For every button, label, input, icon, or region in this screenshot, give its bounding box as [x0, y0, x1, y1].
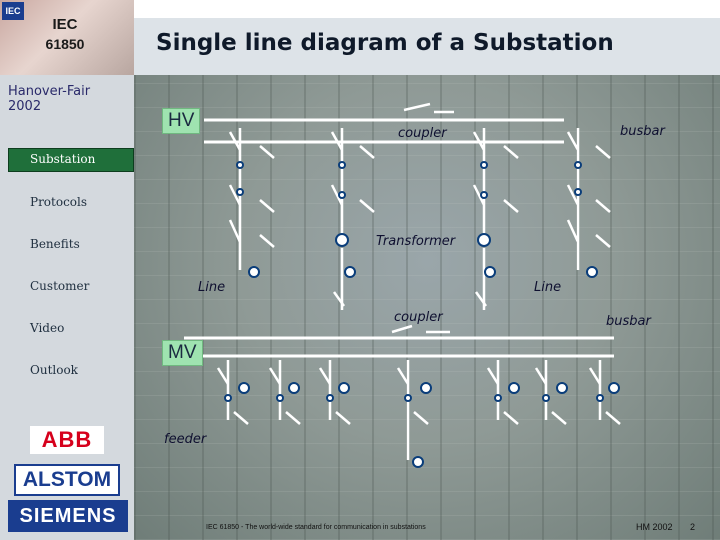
- hv-bays: [228, 102, 580, 310]
- nav-item-video[interactable]: Video: [30, 321, 65, 335]
- line-left-label: Line: [198, 280, 226, 295]
- nav-item-customer[interactable]: Customer: [30, 279, 90, 293]
- nav-item-outlook[interactable]: Outlook: [30, 363, 78, 377]
- mv-bays: [216, 324, 621, 460]
- footer-date: HM 2002: [636, 522, 673, 532]
- page-title: Single line diagram of a Substation: [156, 30, 614, 56]
- line-right-label: Line: [534, 280, 562, 295]
- event-label: Hanover-Fair 2002: [8, 84, 108, 114]
- nav-item-substation[interactable]: Substation: [30, 152, 96, 166]
- iec-title: IEC: [52, 16, 78, 33]
- iec-logo: IEC: [2, 2, 24, 20]
- hv-breakers: [236, 161, 598, 278]
- abb-logo: ABB: [30, 426, 104, 454]
- mv-breakers: [224, 382, 620, 468]
- single-line-diagram: [184, 102, 621, 468]
- mv-busbar-label: busbar: [606, 314, 651, 329]
- hv-earth-switches: [259, 145, 611, 248]
- feeder-label: feeder: [164, 432, 207, 447]
- title-band: [134, 18, 720, 75]
- standard-number: 61850: [45, 36, 85, 52]
- siemens-logo: SIEMENS: [8, 500, 128, 532]
- event-line-2: 2002: [8, 99, 42, 114]
- page-number: 2: [690, 522, 696, 532]
- hv-label: HV: [162, 108, 201, 134]
- nav-active-highlight: [8, 148, 134, 172]
- mv-coupler-label: coupler: [394, 310, 443, 325]
- nav-item-protocols[interactable]: Protocols: [30, 195, 88, 209]
- hv-busbar-label: busbar: [620, 124, 665, 139]
- sidebar: IEC IEC 61850 Hanover-Fair 2002 Substati…: [0, 0, 134, 540]
- substation-background-photo: [134, 75, 720, 540]
- hv-coupler-label: coupler: [398, 126, 447, 141]
- nav-item-benefits[interactable]: Benefits: [30, 237, 80, 251]
- mv-label: MV: [162, 340, 203, 366]
- transformer-label: Transformer: [376, 234, 456, 249]
- footer-text: IEC 61850 - The world-wide standard for …: [206, 524, 426, 531]
- slide-main: Single line diagram of a Substation: [134, 0, 720, 540]
- event-line-1: Hanover-Fair: [8, 84, 91, 99]
- alstom-logo: ALSTOM: [14, 464, 120, 496]
